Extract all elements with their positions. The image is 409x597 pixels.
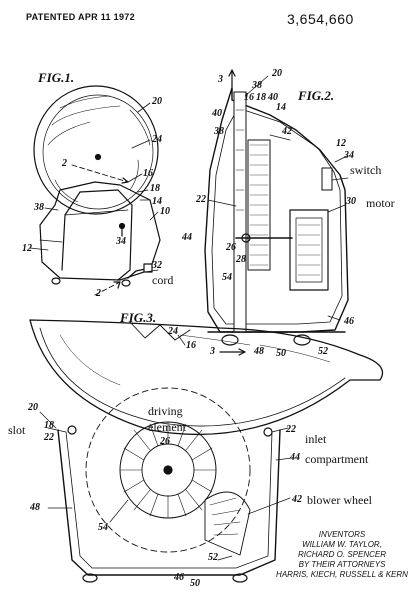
attorneys-firm: HARRIS, KIECH, RUSSELL & KERN: [276, 570, 408, 579]
ref-numeral: 34: [344, 150, 354, 161]
ref-numeral: 22: [196, 194, 206, 205]
inventor-name-2: RICHARD O. SPENCER: [297, 550, 386, 559]
fig2-label: FIG.2.: [298, 88, 335, 103]
annotation-motor: motor: [366, 196, 395, 210]
ref-numeral: 30: [346, 196, 356, 207]
inventors-title: INVENTORS: [318, 530, 366, 539]
ref-numeral: 3: [210, 346, 215, 357]
ref-numeral: 22: [286, 424, 296, 435]
ref-numeral: 16: [186, 340, 196, 351]
fig2-motor: [289, 209, 329, 291]
ref-numeral: 40: [212, 108, 222, 119]
inventor-name-1: WILLIAM W. TAYLOR,: [302, 540, 382, 549]
ref-numeral: 26: [226, 242, 236, 253]
annotation-compartment: compartment: [305, 452, 369, 466]
fig3-filter-disc: [29, 319, 384, 436]
fig1-label: FIG.1.: [38, 70, 75, 85]
ref-numeral: 28: [236, 254, 246, 265]
ref-numeral: 46: [344, 316, 354, 327]
ref-numeral: 42: [292, 494, 302, 505]
fig3-drawing: [29, 319, 384, 583]
ref-numeral: 44: [290, 452, 300, 463]
ref-numeral: 42: [282, 126, 292, 137]
annotation-cord: cord: [152, 273, 174, 287]
ref-numeral: 38: [252, 80, 262, 91]
ref-numeral: 14: [276, 102, 286, 113]
ref-numeral: 14: [152, 196, 162, 207]
ref-numeral: 18: [150, 183, 160, 194]
ref-numeral: 24: [168, 326, 178, 337]
annotation-inlet: inlet: [305, 432, 327, 446]
ref-numeral: 26: [160, 436, 170, 447]
fig3-label: FIG.3.: [120, 310, 157, 325]
ref-numeral: 48: [254, 346, 264, 357]
ref-numeral: 20: [152, 96, 162, 107]
ref-numeral: 20: [28, 402, 38, 413]
ref-numeral: 50: [190, 578, 200, 589]
ref-numeral: 2: [62, 158, 67, 169]
ref-numeral: 10: [160, 206, 170, 217]
ref-numeral: 52: [208, 552, 218, 563]
ref-numeral: 50: [276, 348, 286, 359]
fig2-housing: [204, 87, 349, 333]
ref-numeral: 24: [152, 134, 162, 145]
ref-numeral: 44: [182, 232, 192, 243]
annotation-switch: switch: [350, 163, 382, 177]
annotation-element: element: [148, 420, 186, 434]
ref-numeral: 54: [222, 272, 232, 283]
ref-numeral: 40: [268, 92, 278, 103]
ref-numeral: 3: [218, 74, 223, 85]
annotation-driving: driving: [148, 404, 183, 418]
fig3-housing: [57, 429, 281, 576]
patent-number: 3,654,660: [287, 11, 354, 27]
fig2-drawing: [204, 69, 349, 356]
annotation-slot: slot: [8, 423, 26, 437]
ref-numeral: 32: [152, 260, 162, 271]
ref-numeral: 38: [214, 126, 224, 137]
ref-numeral: 46: [174, 572, 184, 583]
ref-numeral: 12: [336, 138, 346, 149]
annotation-blower-wheel: blower wheel: [307, 493, 372, 507]
ref-numeral: 2: [96, 288, 101, 299]
fig1-drawing: [29, 85, 161, 296]
ref-numeral: 54: [98, 522, 108, 533]
fig1-filter-disc: [33, 85, 159, 215]
ref-numeral: 34: [116, 236, 126, 247]
fig1-housing: [39, 181, 161, 281]
ref-numeral: 38: [34, 202, 44, 213]
ref-numeral: 22: [44, 432, 54, 443]
patented-date: PATENTED APR 11 1972: [26, 12, 135, 22]
fig3-blower-wheel: [119, 421, 217, 519]
ref-numeral: 16: [143, 168, 153, 179]
ref-numeral: 12: [22, 243, 32, 254]
inventors-block: INVENTORS WILLIAM W. TAYLOR, RICHARD O. …: [272, 530, 409, 580]
attorneys-by: BY THEIR ATTORNEYS: [298, 560, 386, 569]
ref-numeral: 48: [30, 502, 40, 513]
ref-numeral: 18: [44, 420, 54, 431]
ref-numeral: 52: [318, 346, 328, 357]
ref-numeral: 16: [244, 92, 254, 103]
ref-numeral: 18: [256, 92, 266, 103]
ref-numeral: 20: [272, 68, 282, 79]
